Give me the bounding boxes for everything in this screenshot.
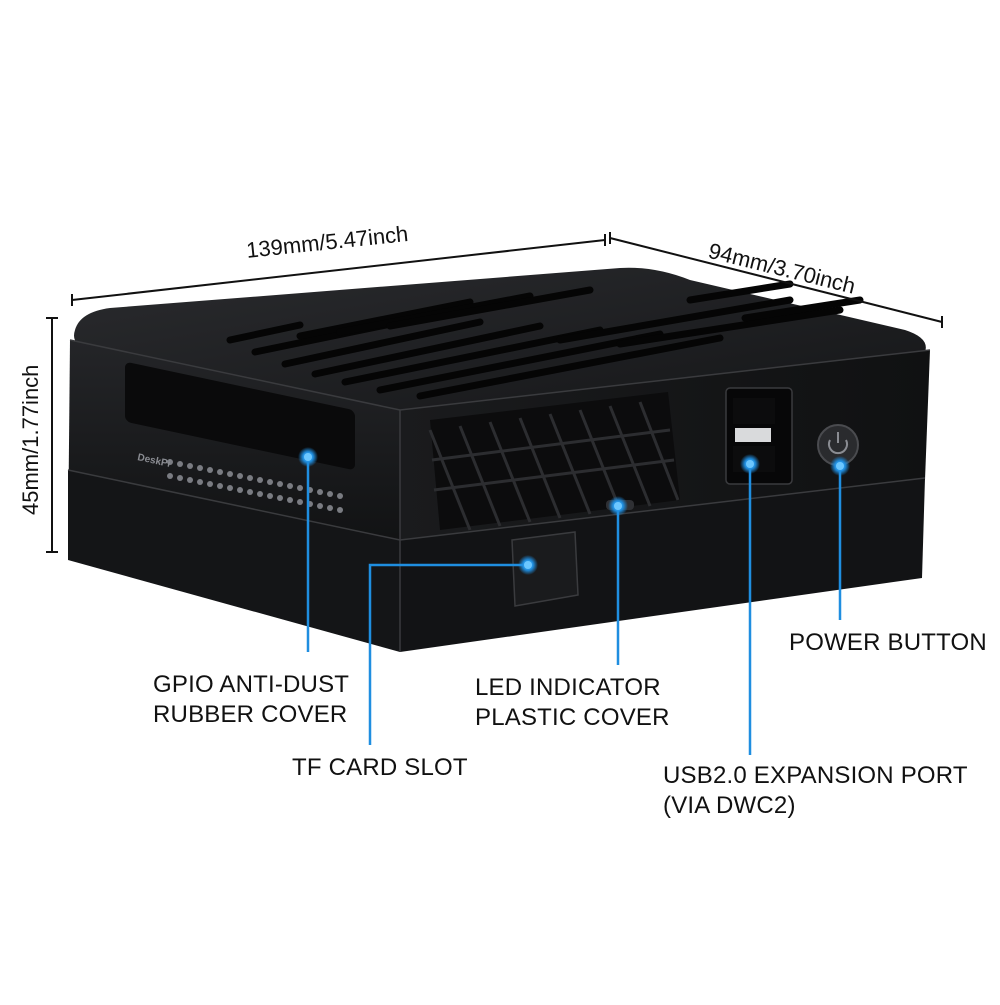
power-button-label: POWER BUTTON [789,629,987,656]
gpio-cover-label-line1: GPIO ANTI-DUST [153,671,350,698]
gpio-cover-label-line2: RUBBER COVER [153,701,348,728]
led-cover-label: LED INDICATOR PLASTIC COVER [475,673,670,733]
top-vent-grille [226,280,864,400]
side-vent-grille [428,392,680,531]
usb-port-label-line1: USB2.0 EXPANSION PORT [663,762,968,789]
usb-port [725,387,793,485]
dimension-lines [46,232,943,553]
gpio-pin-labels [167,459,343,513]
tf-card-slot-label: TF CARD SLOT [292,754,468,781]
callout-lines [306,457,842,755]
led-cover-label-line1: LED INDICATOR [475,674,661,701]
tf-card-slot [511,531,579,607]
led-cover-label-line2: PLASTIC COVER [475,704,670,731]
gpio-rubber-cover [125,362,355,470]
case-bottom-shell-side [400,478,925,652]
usb-port-label: USB2.0 EXPANSION PORT (VIA DWC2) [663,761,968,821]
gpio-cover-label: GPIO ANTI-DUST RUBBER COVER [153,670,349,730]
usb-port-label-line2: (VIA DWC2) [663,792,796,819]
case-bottom-shell-front [68,470,400,652]
callout-dots [298,447,850,575]
height-dimension-label: 45mm/1.77inch [18,364,43,515]
